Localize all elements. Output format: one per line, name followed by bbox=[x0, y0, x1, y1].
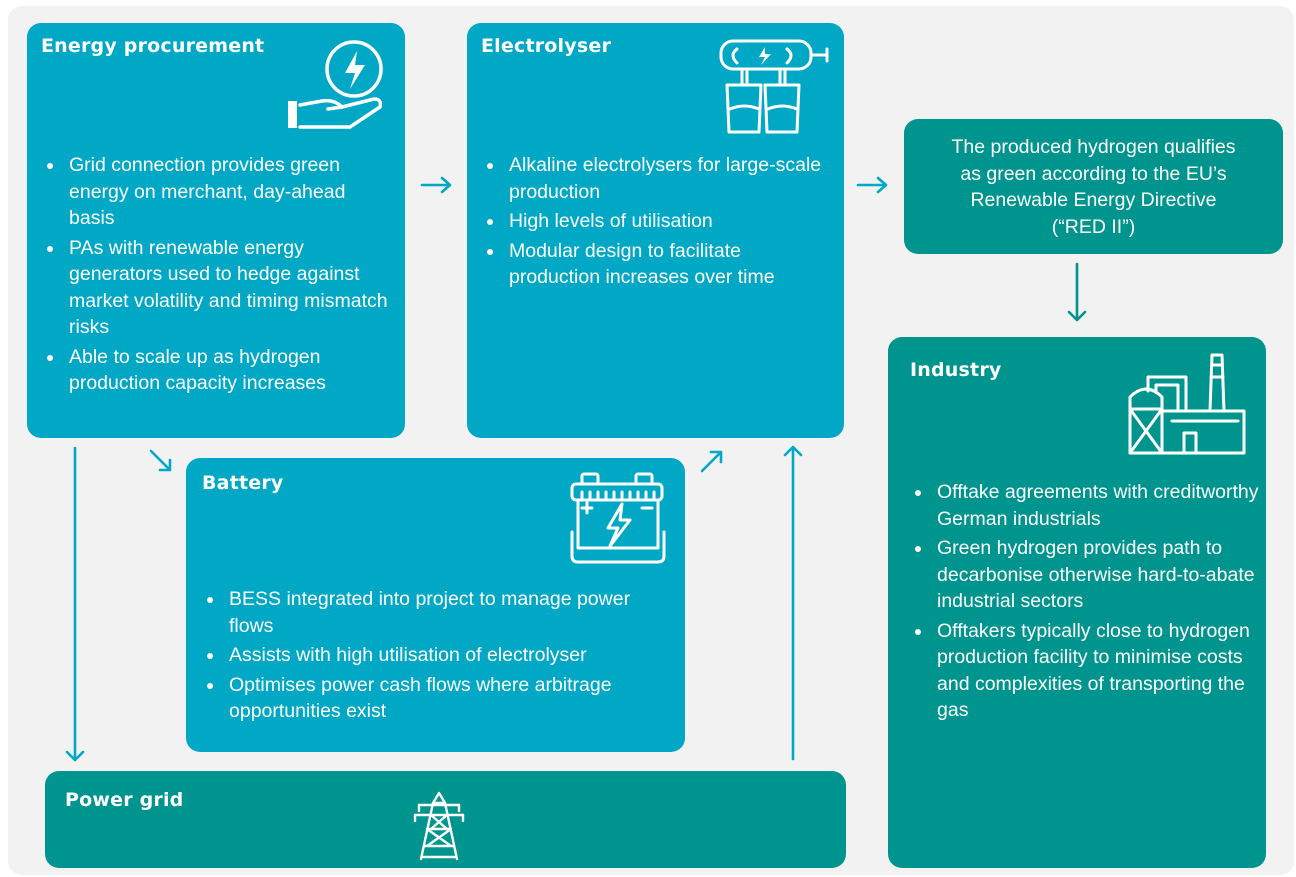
arrow-diagonal-energy-to-battery bbox=[148, 448, 174, 479]
battery-title: Battery bbox=[202, 472, 284, 494]
battery-box: Battery BESS integrated into project to … bbox=[186, 458, 685, 752]
list-item: Able to scale up as hydrogen production … bbox=[41, 344, 396, 397]
energy-procurement-box: Energy procurement Grid connection provi… bbox=[27, 23, 405, 438]
green-hydrogen-box: The produced hydrogen qualifies as green… bbox=[904, 119, 1283, 254]
battery-list: BESS integrated into project to manage p… bbox=[201, 586, 671, 728]
arrow-up-grid-to-electrolyser bbox=[782, 443, 804, 766]
factory-icon bbox=[1126, 351, 1248, 456]
industry-box: Industry Offtake agreements with creditw… bbox=[888, 337, 1266, 868]
electrolyser-box: Electrolyser Alkaline electrolysers for … bbox=[467, 23, 844, 438]
energy-procurement-list: Grid connection provides green energy on… bbox=[41, 152, 396, 400]
arrow-diagonal-battery-to-electrolyser bbox=[699, 448, 725, 479]
list-item: Green hydrogen provides path to decarbon… bbox=[909, 535, 1259, 615]
list-item: Optimises power cash flows where arbitra… bbox=[201, 672, 671, 725]
list-item: Modular design to facilitate production … bbox=[481, 238, 831, 291]
list-item: Offtakers typically close to hydrogen pr… bbox=[909, 618, 1259, 724]
pylon-icon bbox=[413, 791, 465, 861]
electrolyser-title: Electrolyser bbox=[481, 35, 612, 57]
industry-title: Industry bbox=[910, 359, 1002, 381]
electrolyser-icon bbox=[717, 37, 837, 137]
arrow-right-electrolyser-to-hydrogen bbox=[856, 176, 890, 199]
energy-procurement-title: Energy procurement bbox=[41, 35, 265, 57]
arrow-right-energy-to-electrolyser bbox=[420, 176, 454, 199]
list-item: Grid connection provides green energy on… bbox=[41, 152, 396, 232]
list-item: Assists with high utilisation of electro… bbox=[201, 642, 671, 669]
arrow-down-hydrogen-to-industry bbox=[1066, 262, 1088, 329]
green-hydrogen-text: The produced hydrogen qualifies as green… bbox=[951, 136, 1236, 238]
electrolyser-list: Alkaline electrolysers for large-scale p… bbox=[481, 152, 831, 294]
list-item: PAs with renewable energy generators use… bbox=[41, 235, 396, 341]
hand-lightning-icon bbox=[282, 35, 392, 135]
power-grid-title: Power grid bbox=[65, 789, 184, 811]
battery-icon bbox=[568, 470, 672, 570]
industry-list: Offtake agreements with creditworthy Ger… bbox=[909, 479, 1259, 727]
list-item: High levels of utilisation bbox=[481, 208, 831, 235]
list-item: Alkaline electrolysers for large-scale p… bbox=[481, 152, 831, 205]
arrow-down-energy-to-grid bbox=[64, 446, 86, 769]
list-item: Offtake agreements with creditworthy Ger… bbox=[909, 479, 1259, 532]
list-item: BESS integrated into project to manage p… bbox=[201, 586, 671, 639]
power-grid-box: Power grid bbox=[45, 771, 846, 868]
